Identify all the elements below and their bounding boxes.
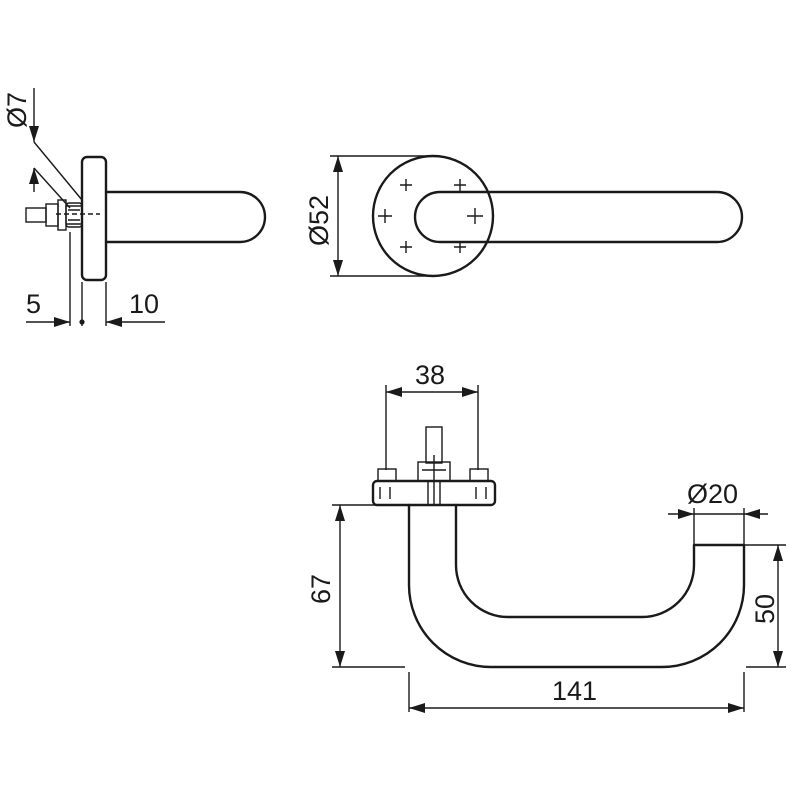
dim-mid-dot bbox=[79, 319, 85, 325]
dim-depth: 50 bbox=[750, 594, 780, 624]
screw-cross-3 bbox=[378, 209, 392, 223]
screw-cross-4 bbox=[467, 208, 483, 224]
dim-height-arrow-top bbox=[335, 505, 345, 521]
dim-width-arrow-l bbox=[386, 387, 402, 397]
dim-pin-arrow-top bbox=[29, 126, 39, 142]
dim-height: 67 bbox=[306, 574, 336, 604]
screw-cross-5 bbox=[400, 241, 412, 253]
front-rose bbox=[371, 154, 495, 278]
front-screws bbox=[378, 179, 483, 253]
side-pin-angle-b bbox=[33, 167, 71, 209]
dim-proj-arrow-l bbox=[409, 703, 425, 713]
side-collar bbox=[45, 203, 59, 227]
dim-depth-arrow-top bbox=[773, 545, 783, 561]
dim-offset-arrow bbox=[54, 317, 70, 327]
top-spindle-detail bbox=[422, 455, 446, 505]
top-rose-screw-l bbox=[377, 468, 397, 482]
dim-grip-arrow-l bbox=[678, 509, 694, 519]
front-view: Ø52 bbox=[304, 154, 744, 278]
dim-width-arrow-r bbox=[462, 387, 478, 397]
side-rose bbox=[80, 155, 108, 282]
dim-grip-arrow-r bbox=[744, 509, 760, 519]
side-spindle bbox=[25, 207, 47, 223]
dim-rose-diameter: Ø52 bbox=[304, 195, 334, 246]
dim-height-arrow-bottom bbox=[335, 651, 345, 667]
side-lever bbox=[104, 190, 267, 244]
dim-proj-arrow-r bbox=[728, 703, 744, 713]
dim-grip-diameter: Ø20 bbox=[687, 479, 738, 509]
front-lever bbox=[413, 190, 744, 244]
top-lever-outer bbox=[407, 503, 746, 669]
side-plate bbox=[57, 199, 67, 231]
dim-pin-arrow-bottom bbox=[29, 168, 39, 184]
screw-cross-6 bbox=[454, 241, 466, 253]
dim-rose-thickness: 10 bbox=[129, 289, 159, 319]
dim-rose-arrow-top bbox=[333, 156, 343, 172]
dim-depth-arrow-bottom bbox=[773, 651, 783, 667]
top-view: 38 Ø20 67 50 141 bbox=[306, 360, 786, 713]
dim-projection: 141 bbox=[552, 676, 597, 706]
dim-rose-width: 38 bbox=[415, 360, 445, 390]
screw-cross-2 bbox=[454, 179, 466, 191]
dim-rose-offset: 5 bbox=[26, 289, 41, 319]
side-screw bbox=[66, 205, 82, 225]
side-screw-head bbox=[65, 202, 83, 228]
top-rose-screw-marks bbox=[379, 487, 487, 499]
dim-thick-arrow bbox=[106, 317, 122, 327]
side-view: Ø7 5 10 bbox=[2, 88, 267, 327]
top-rose-screw-r bbox=[469, 468, 489, 482]
screw-cross-1 bbox=[400, 179, 412, 191]
dim-rose-arrow-bottom bbox=[333, 260, 343, 276]
dim-pin-diameter: Ø7 bbox=[2, 92, 32, 128]
side-pin-angle-a bbox=[33, 141, 83, 201]
